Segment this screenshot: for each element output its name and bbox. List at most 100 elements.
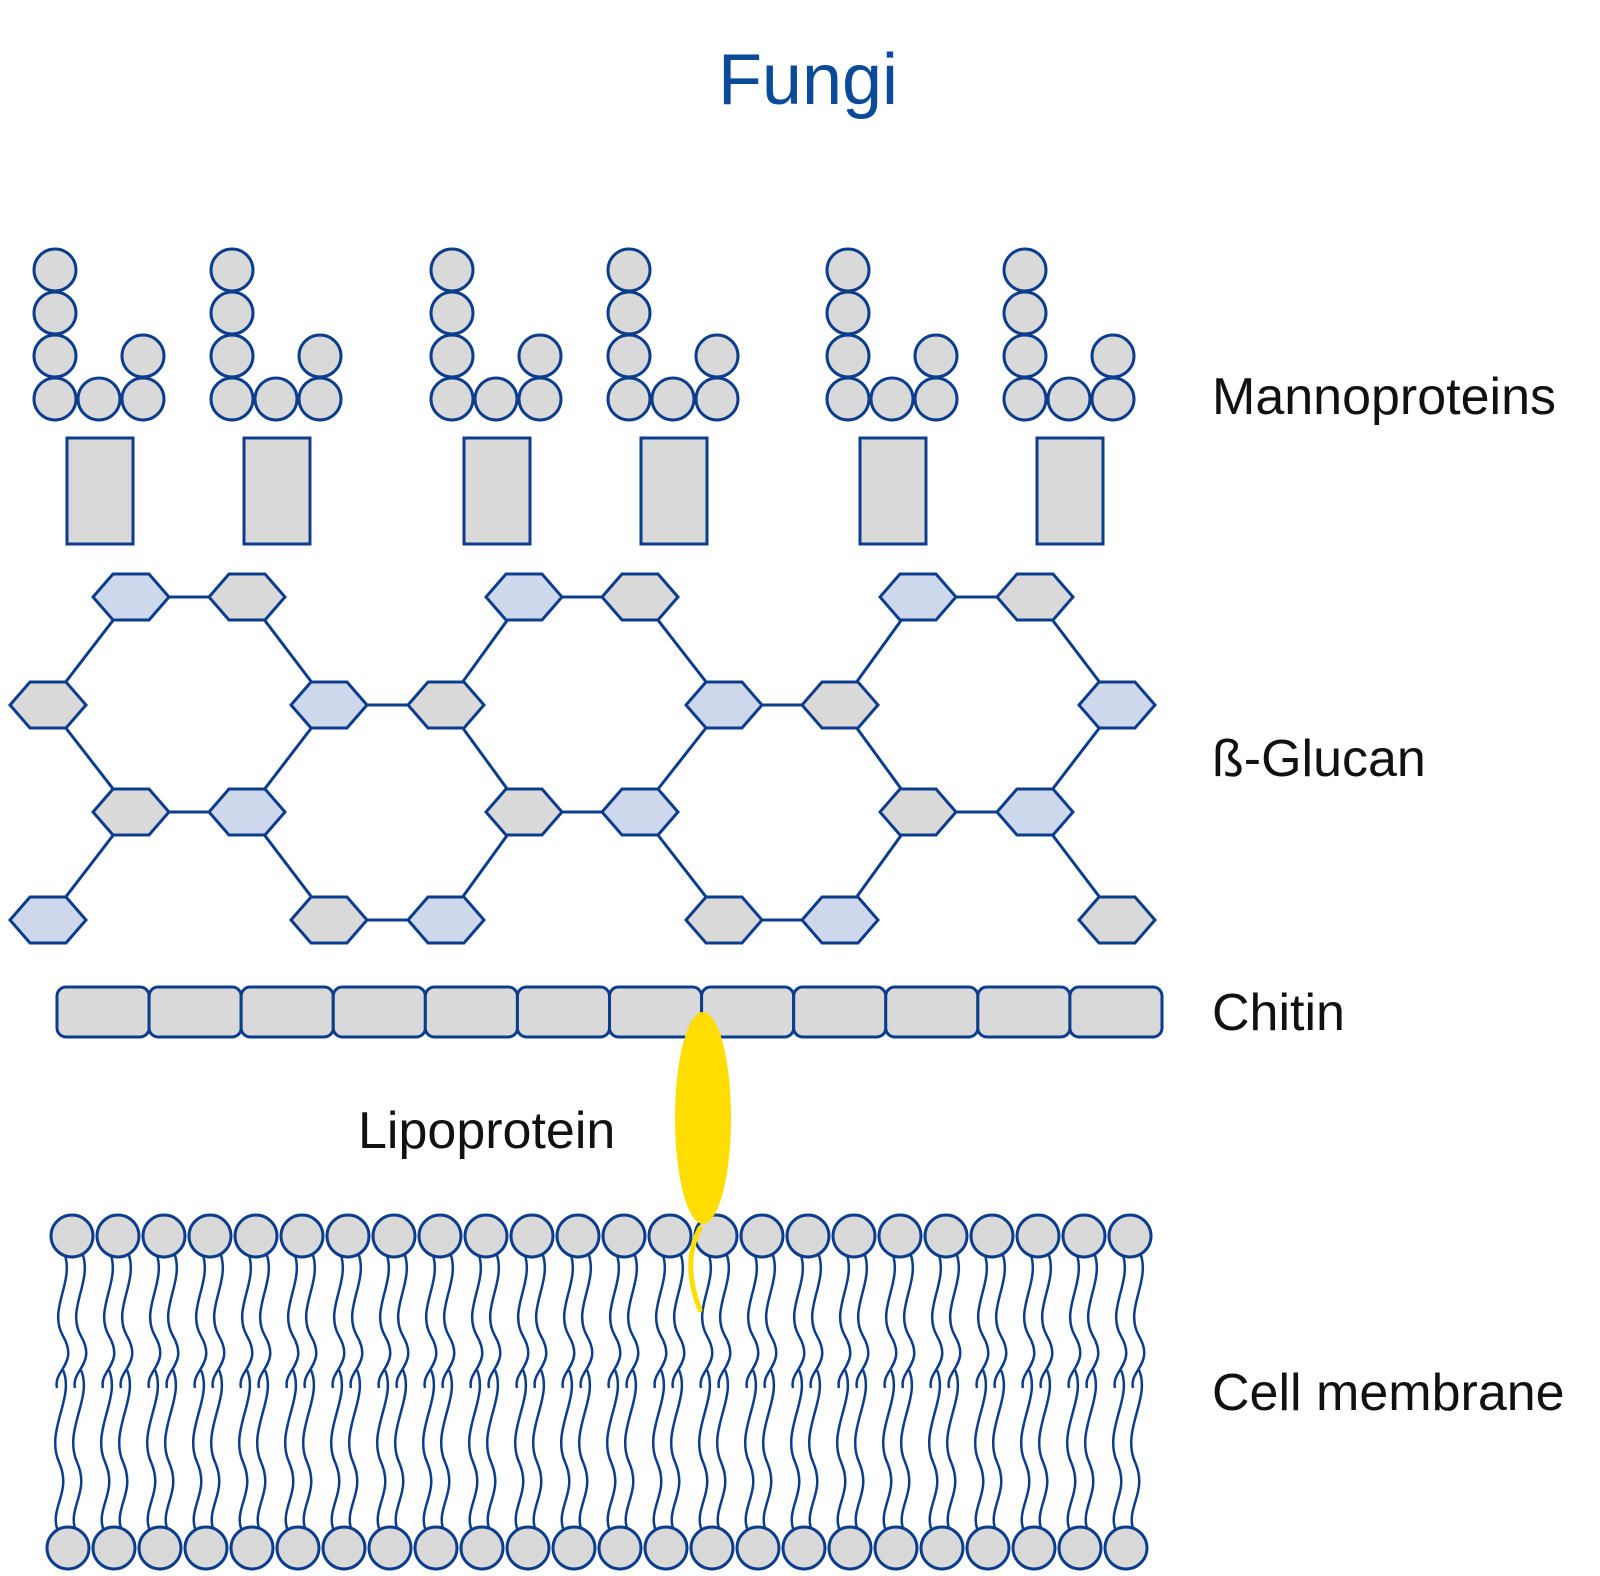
cell-membrane-layer	[45, 1213, 1153, 1571]
lipid-tail	[699, 1249, 714, 1389]
mannose-sugar	[913, 376, 959, 422]
lipid-tail	[533, 1249, 548, 1389]
mannose-sugar	[869, 376, 915, 422]
lipid-tail	[423, 1249, 438, 1389]
lipid-tail	[605, 1369, 620, 1535]
mannose-sugar	[825, 376, 871, 422]
lipid-head	[1057, 1525, 1103, 1571]
lipid-head	[1061, 1213, 1107, 1259]
lipid-head	[1103, 1525, 1149, 1571]
lipid-tail	[559, 1369, 574, 1535]
lipid-head	[275, 1525, 321, 1571]
phospholipid-top	[95, 1213, 141, 1389]
phospholipid-top	[739, 1213, 785, 1389]
lipid-tail	[393, 1369, 408, 1535]
lipid-head	[321, 1525, 367, 1571]
phospholipid-top	[233, 1213, 279, 1389]
lipid-head	[95, 1213, 141, 1259]
mannose-sugar	[825, 333, 871, 379]
lipid-tail	[1129, 1369, 1144, 1535]
lipid-head	[509, 1213, 555, 1259]
lipid-tail	[743, 1369, 758, 1535]
lipid-tail	[439, 1369, 454, 1535]
phospholipid-top	[877, 1213, 923, 1389]
lipid-head	[459, 1525, 505, 1571]
lipid-tail	[285, 1249, 300, 1389]
lipid-tail	[485, 1369, 500, 1535]
lipid-tail	[763, 1249, 778, 1389]
lipid-tail	[947, 1249, 962, 1389]
lipid-tail	[973, 1369, 988, 1535]
mannoprotein-core	[639, 436, 709, 546]
phospholipid-top	[417, 1213, 463, 1389]
lipid-head	[49, 1213, 95, 1259]
lipid-head	[735, 1525, 781, 1571]
chitin-segment	[884, 985, 980, 1039]
mannose-sugar	[429, 247, 475, 293]
lipid-head	[463, 1213, 509, 1259]
lipid-head	[597, 1525, 643, 1571]
lipid-tail	[625, 1249, 640, 1389]
mannose-sugar	[825, 290, 871, 336]
lipid-tail	[883, 1249, 898, 1389]
mannoprotein-unit	[429, 247, 563, 546]
lipid-head	[873, 1525, 919, 1571]
lipid-head	[551, 1525, 597, 1571]
lipid-head	[233, 1213, 279, 1259]
lipid-tail	[671, 1249, 686, 1389]
phospholipid-top	[601, 1213, 647, 1389]
label-chitin: Chitin	[1212, 984, 1345, 1042]
chitin-segment	[1068, 985, 1164, 1039]
mannose-sugar	[209, 247, 255, 293]
lipid-head	[279, 1213, 325, 1259]
mannose-sugar	[1002, 333, 1048, 379]
lipid-tail	[991, 1369, 1006, 1535]
lipid-tail	[945, 1369, 960, 1535]
phospholipid-bottom	[551, 1369, 597, 1571]
lipid-tail	[101, 1249, 116, 1389]
lipid-tail	[1019, 1369, 1034, 1535]
mannose-sugar	[913, 333, 959, 379]
glucose-unit	[207, 572, 287, 622]
lipid-tail	[349, 1249, 364, 1389]
mannose-sugar	[517, 333, 563, 379]
phospholipid-top	[555, 1213, 601, 1389]
lipid-tail	[147, 1249, 162, 1389]
glucose-unit	[406, 680, 486, 730]
lipoprotein-anchor	[688, 1225, 703, 1313]
lipid-head	[91, 1525, 137, 1571]
chitin-segment	[515, 985, 612, 1039]
lipid-tail	[257, 1249, 272, 1389]
mannose-sugar	[1002, 247, 1048, 293]
phospholipid-bottom	[873, 1369, 919, 1571]
lipid-head	[141, 1213, 187, 1259]
glucose-unit	[8, 680, 88, 730]
lipid-tail	[807, 1369, 822, 1535]
lipid-tail	[653, 1249, 668, 1389]
glucose-unit	[878, 787, 958, 837]
lipid-tail	[71, 1369, 86, 1535]
lipid-head	[505, 1525, 551, 1571]
mannose-sugar	[1002, 290, 1048, 336]
phospholipid-bottom	[275, 1369, 321, 1571]
lipid-head	[831, 1213, 877, 1259]
glucose-unit	[600, 787, 680, 837]
lipid-head	[643, 1525, 689, 1571]
lipid-tail	[929, 1249, 944, 1389]
lipid-tail	[853, 1369, 868, 1535]
mannose-sugar	[297, 376, 343, 422]
diagram-title: Fungi	[718, 40, 898, 120]
phospholipid-bottom	[505, 1369, 551, 1571]
phospholipid-bottom	[735, 1369, 781, 1571]
lipid-head	[601, 1213, 647, 1259]
lipid-tail	[283, 1369, 298, 1535]
label-beta-glucan: ß-Glucan	[1212, 730, 1426, 788]
lipid-tail	[255, 1369, 270, 1535]
lipid-tail	[835, 1369, 850, 1535]
lipid-tail	[1039, 1249, 1054, 1389]
lipid-head	[555, 1213, 601, 1259]
phospholipid-top	[785, 1213, 831, 1389]
phospholipid-top	[463, 1213, 509, 1389]
lipid-tail	[99, 1369, 114, 1535]
